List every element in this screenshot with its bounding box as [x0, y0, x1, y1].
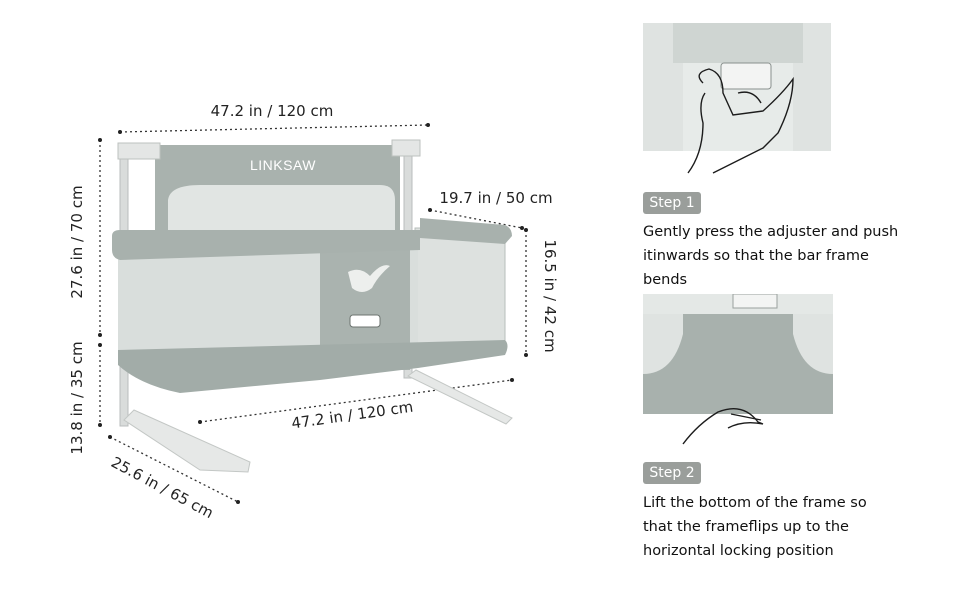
- step-2-photo: [643, 294, 833, 454]
- dim-leg-height: 13.8 in / 35 cm: [68, 341, 86, 454]
- hand-press-illustration: [643, 23, 831, 174]
- hand-lift-illustration: [643, 294, 833, 445]
- crib-illustration: LINKSAW 47.2 in / 120 cm 47.2 in / 120 c…: [68, 102, 559, 522]
- dim-bottom-width: 47.2 in / 120 cm: [290, 398, 414, 433]
- step-2-description: Lift the bottom of the frame so that the…: [643, 495, 867, 559]
- dim-total-height: 27.6 in / 70 cm: [68, 185, 86, 298]
- crib-body: [112, 218, 512, 393]
- step-1-badge: Step 1: [643, 192, 701, 214]
- step-2-badge: Step 2: [643, 462, 701, 484]
- brand-label: LINKSAW: [250, 157, 316, 173]
- dim-side-height: 16.5 in / 42 cm: [541, 239, 559, 352]
- step-1-description: Gently press the adjuster and push itinw…: [643, 224, 899, 288]
- crib-back-panel: [117, 139, 421, 245]
- dim-top-width: 47.2 in / 120 cm: [211, 102, 334, 120]
- step-1-photo: [643, 23, 831, 180]
- dim-side-depth: 19.7 in / 50 cm: [439, 189, 552, 207]
